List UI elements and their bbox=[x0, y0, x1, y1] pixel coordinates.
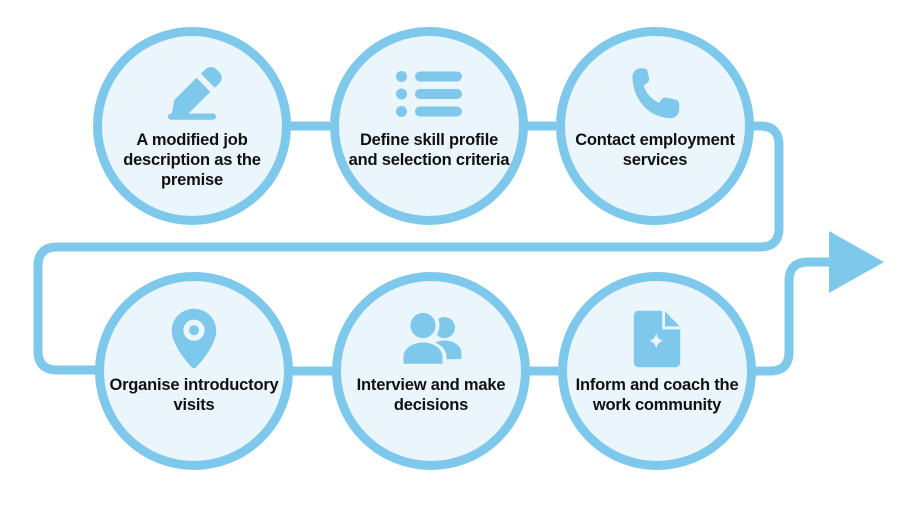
arrow-head-icon bbox=[829, 231, 884, 293]
step-label-4: Organise introductory visits bbox=[109, 376, 279, 415]
connector-step6-arrow bbox=[740, 257, 836, 376]
step-label-6: Inform and coach the work community bbox=[575, 376, 739, 415]
step-node-5[interactable]: Interview and make decisions bbox=[332, 272, 530, 470]
step-label-2: Define skill profile and selection crite… bbox=[348, 131, 510, 170]
step-label-3: Contact employment services bbox=[575, 131, 735, 170]
document-plus-icon bbox=[633, 309, 681, 369]
step-node-6[interactable]: Inform and coach the work community bbox=[558, 272, 756, 470]
phone-icon bbox=[628, 64, 682, 124]
step-node-1[interactable]: A modified job description as the premis… bbox=[93, 27, 291, 225]
step-node-2[interactable]: Define skill profile and selection crite… bbox=[330, 27, 528, 225]
people-icon bbox=[398, 309, 464, 369]
bullet-list-icon bbox=[396, 64, 462, 124]
map-pin-icon bbox=[171, 308, 217, 369]
pencil-icon bbox=[161, 64, 223, 124]
connector-step3-step4 bbox=[33, 121, 784, 375]
step-node-3[interactable]: Contact employment services bbox=[556, 27, 754, 225]
step-label-1: A modified job description as the premis… bbox=[123, 131, 261, 190]
step-node-4[interactable]: Organise introductory visits bbox=[95, 272, 293, 470]
step-label-5: Interview and make decisions bbox=[356, 376, 506, 415]
